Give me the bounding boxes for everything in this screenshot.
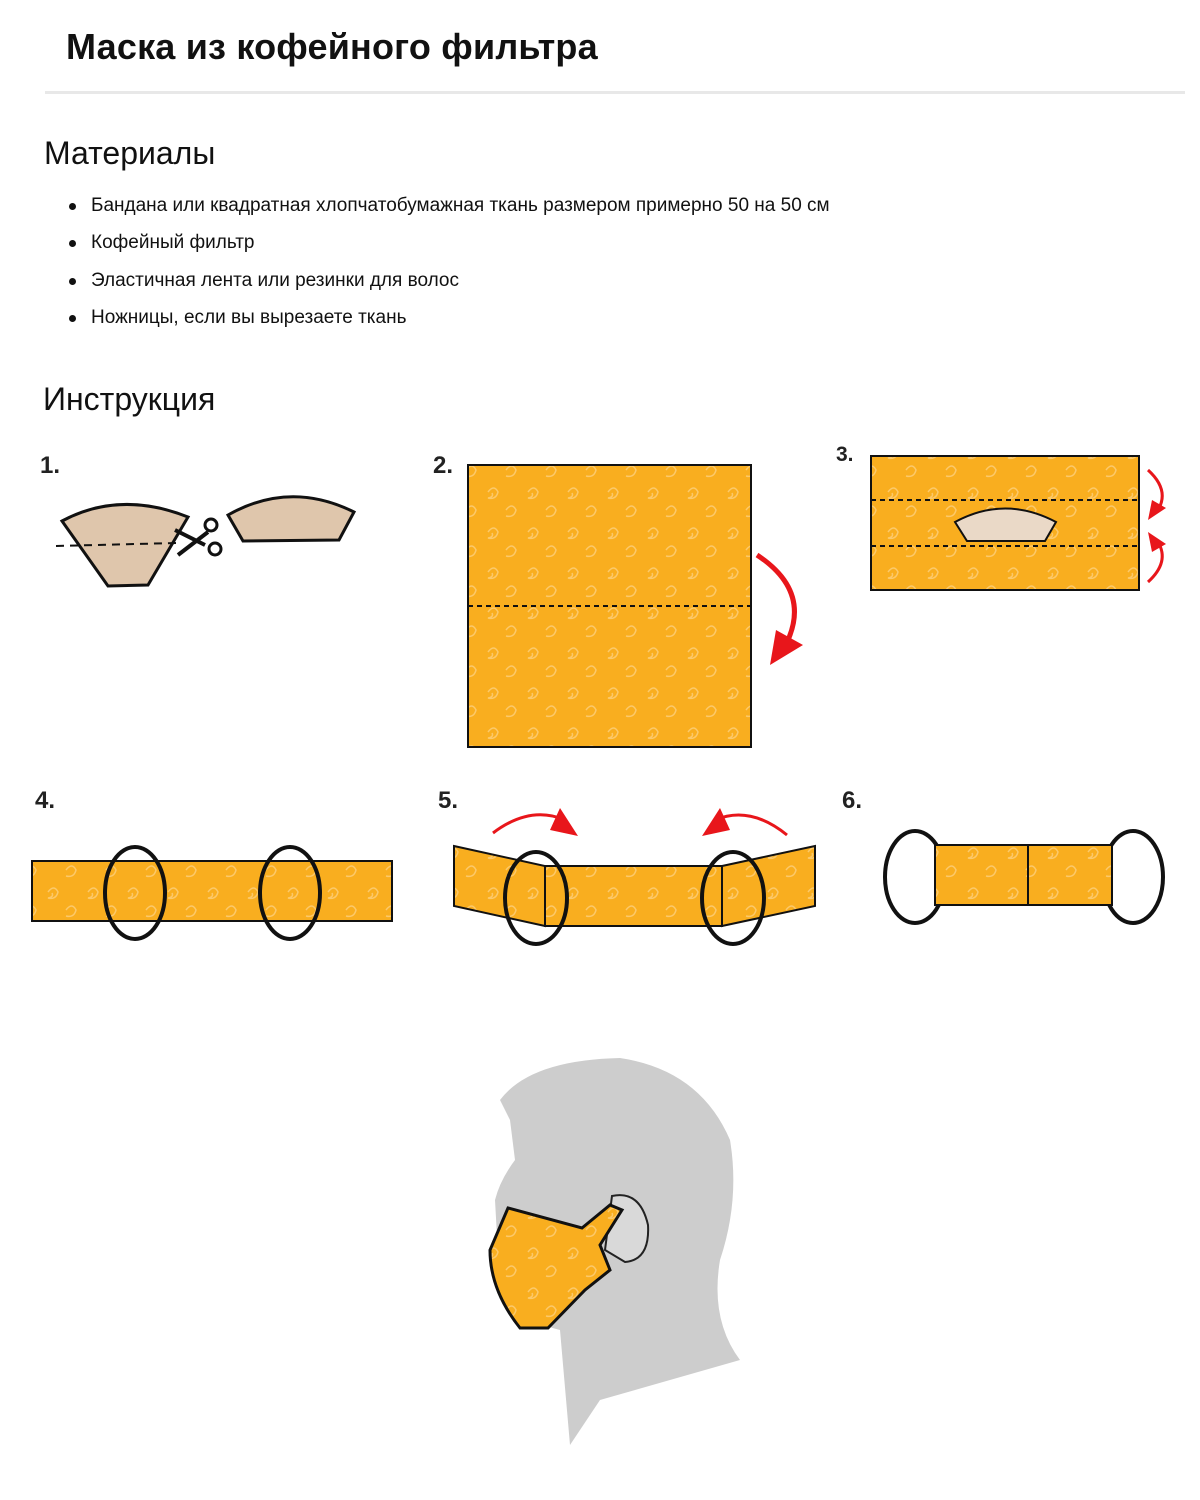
instructions-heading: Инструкция bbox=[43, 381, 216, 417]
fold-in-arrows-icon bbox=[1146, 468, 1166, 584]
list-item: Бандана или квадратная хлопчатобумажная … bbox=[66, 190, 830, 227]
step4-strip-with-bands bbox=[31, 845, 393, 941]
list-item: Кофейный фильтр bbox=[66, 227, 830, 264]
materials-heading: Материалы bbox=[44, 135, 216, 171]
step-number-2: 2. bbox=[433, 452, 454, 479]
step2-fabric-square bbox=[467, 464, 752, 748]
step-number-5: 5. bbox=[438, 787, 459, 814]
materials-list: Бандана или квадратная хлопчатобумажная … bbox=[66, 190, 830, 339]
list-item: Эластичная лента или резинки для волос bbox=[66, 265, 830, 302]
step-number-6: 6. bbox=[842, 787, 863, 814]
step3-folded-fabric bbox=[870, 455, 1140, 591]
step-number-3: 3. bbox=[836, 443, 854, 466]
step-number-4: 4. bbox=[35, 787, 56, 814]
title-divider bbox=[45, 91, 1185, 94]
page-title: Маска из кофейного фильтра bbox=[66, 26, 598, 67]
step5-fold-ends bbox=[453, 844, 816, 946]
list-item: Ножницы, если вы вырезаете ткань bbox=[66, 302, 830, 339]
head-with-mask-illustration bbox=[488, 1058, 740, 1445]
scissors-icon bbox=[174, 517, 223, 557]
fold-down-arrow-icon bbox=[755, 552, 803, 665]
step6-finished-mask bbox=[883, 829, 1165, 925]
step1-coffee-filter bbox=[55, 495, 357, 588]
fold-arrows-icon bbox=[492, 808, 788, 837]
step-number-1: 1. bbox=[40, 452, 61, 479]
